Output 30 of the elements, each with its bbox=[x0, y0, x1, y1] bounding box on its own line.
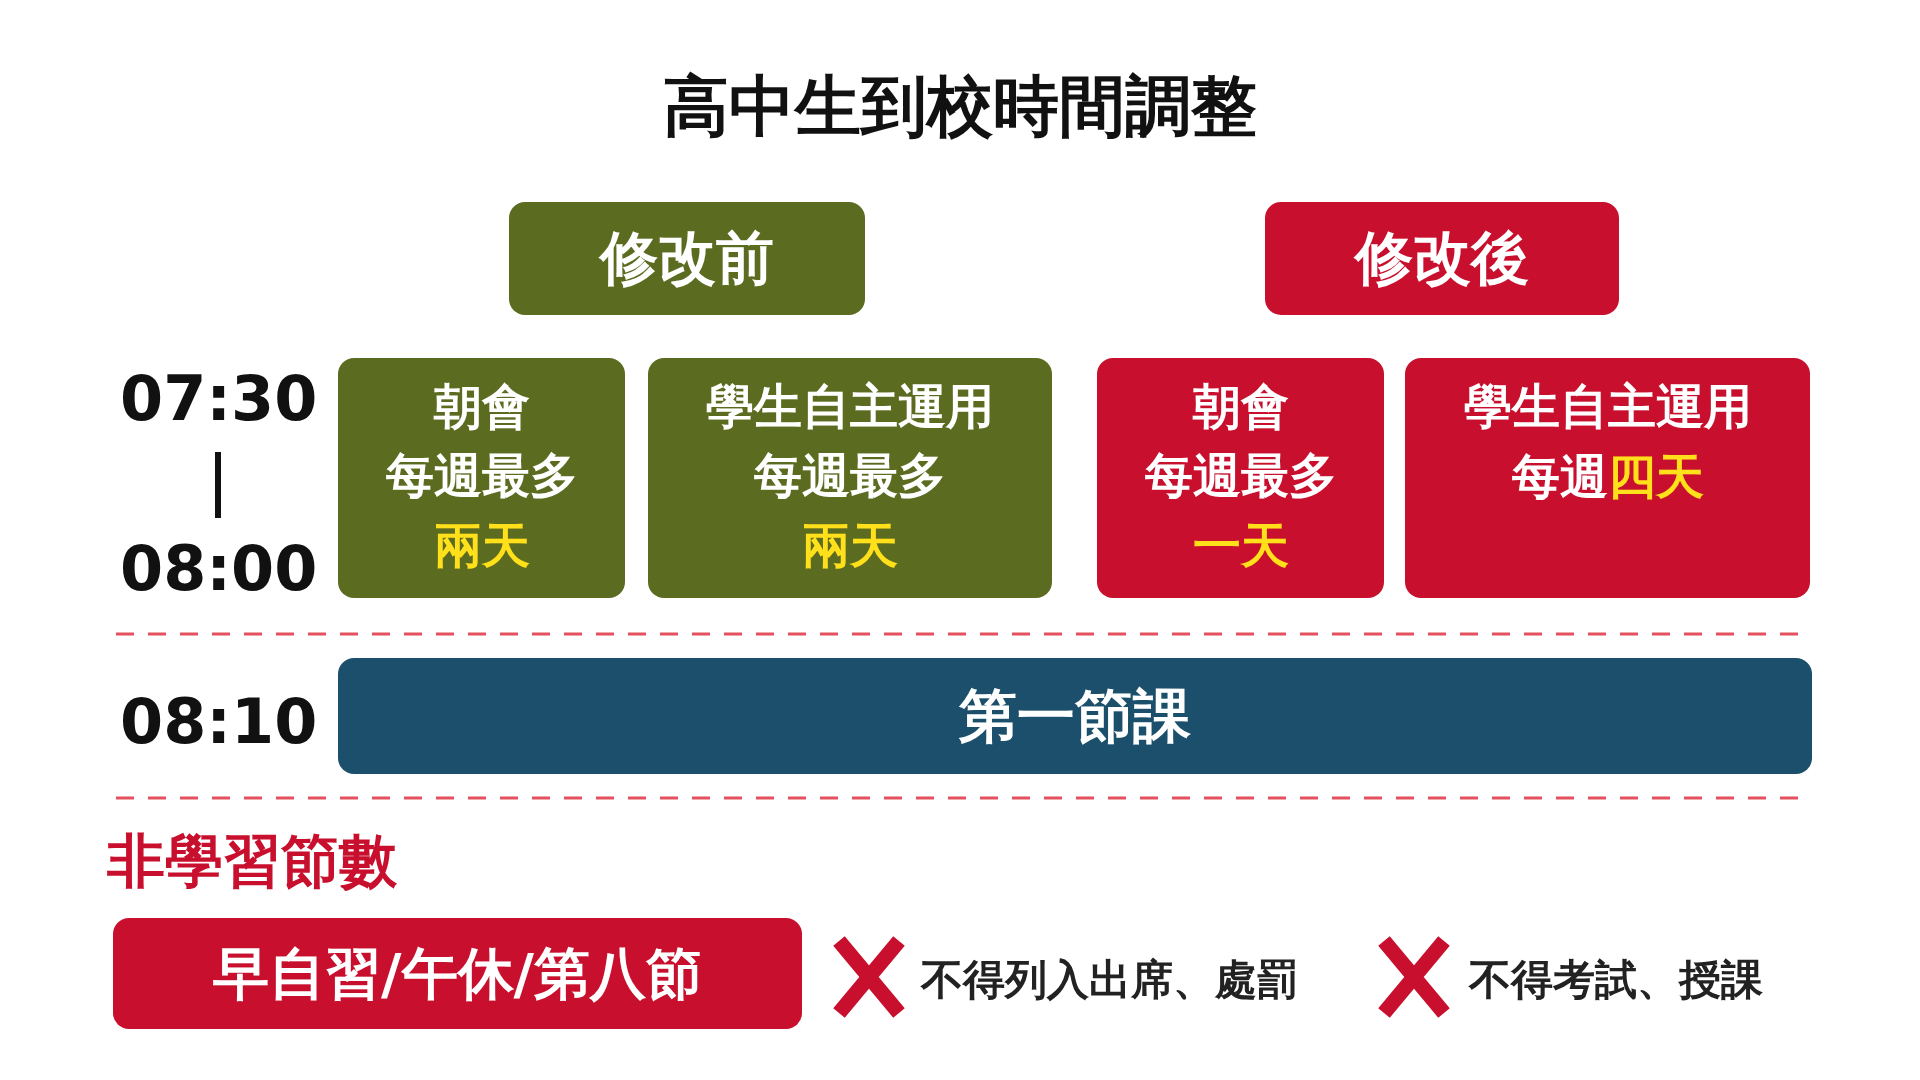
schedule-box bbox=[648, 358, 1052, 598]
period-bar bbox=[338, 658, 1812, 774]
box-text: 兩天 bbox=[433, 515, 530, 575]
rule-text: 不得考試、授課 bbox=[1469, 954, 1763, 1006]
schedule-box bbox=[338, 358, 625, 598]
box-text: 第一節課 bbox=[959, 680, 1191, 752]
header-box bbox=[1265, 202, 1619, 315]
box-text: 修改後 bbox=[1355, 223, 1529, 295]
box-text: 兩天 bbox=[802, 515, 898, 575]
box-text: 每週最多 bbox=[385, 446, 578, 506]
section-heading: 非學習節數 bbox=[107, 826, 397, 897]
time-label: 08:00 bbox=[120, 532, 318, 605]
time-label: 08:10 bbox=[120, 685, 318, 758]
box-text: 學生自主運用 bbox=[1463, 377, 1752, 436]
box-text: 修改前 bbox=[600, 223, 774, 295]
box-text: 每週 bbox=[1511, 447, 1608, 504]
time-label: 07:30 bbox=[120, 362, 318, 435]
title: 高中生到校時間調整 bbox=[662, 67, 1258, 147]
rule-text: 不得列入出席、處罰 bbox=[921, 954, 1299, 1006]
schedule-box bbox=[1405, 358, 1810, 598]
box-text: 學生自主運用 bbox=[706, 376, 994, 436]
header-box bbox=[509, 202, 865, 315]
box-text: 每週最多 bbox=[754, 446, 946, 506]
box-text: 每週最多 bbox=[1144, 446, 1337, 506]
box-text: 朝會 bbox=[1192, 376, 1289, 436]
schedule-box bbox=[1097, 358, 1384, 598]
box-text: 一天 bbox=[1192, 515, 1289, 575]
box-text: 朝會 bbox=[433, 376, 530, 436]
box-text: 早自習/午休/第八節 bbox=[213, 939, 702, 1008]
box-text: 四天 bbox=[1607, 447, 1704, 504]
